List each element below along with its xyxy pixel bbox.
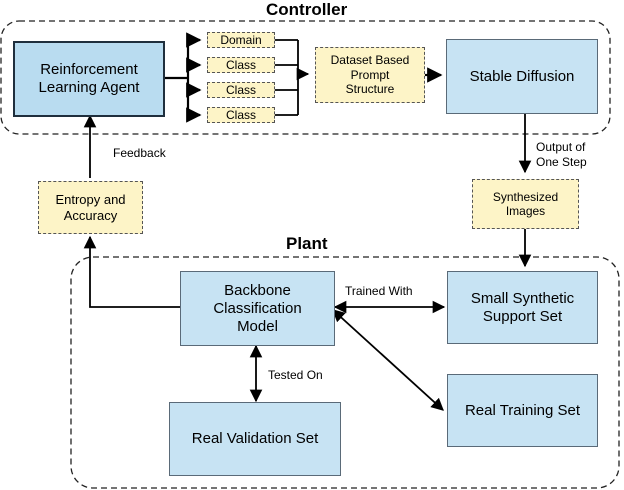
feedback-label: Feedback [113, 146, 166, 160]
trained-with-label: Trained With [345, 284, 413, 298]
backbone-classification-node: Backbone Classification Model [180, 271, 335, 346]
small-synthetic-support-node: Small Synthetic Support Set [447, 271, 598, 344]
output-one-step-label: Output of One Step [536, 140, 587, 169]
agent-to-prompt-items-connectors [165, 32, 202, 123]
controller-group-border [0, 20, 611, 135]
real-training-set-node: Real Training Set [447, 374, 598, 447]
rl-agent-node: Reinforcement Learning Agent [13, 41, 165, 117]
prompt-items-merge-connectors [275, 39, 310, 116]
real-validation-set-node: Real Validation Set [169, 402, 341, 476]
controller-title: Controller [266, 0, 348, 19]
plant-title: Plant [286, 234, 328, 253]
backbone-to-entropy-line [83, 235, 180, 308]
tested-on-label: Tested On [268, 368, 323, 382]
stable-diffusion-node: Stable Diffusion [446, 39, 598, 114]
class-node-2: Class [207, 82, 275, 98]
synthesized-images-node: Synthesized Images [472, 179, 579, 229]
class-node-1: Class [207, 57, 275, 73]
class-node-3: Class [207, 107, 275, 123]
prompt-structure-node: Dataset Based Prompt Structure [315, 47, 425, 103]
real-training-arrow [332, 309, 444, 411]
entropy-accuracy-node: Entropy and Accuracy [38, 181, 143, 234]
plant-group-border [70, 256, 620, 489]
domain-node: Domain [207, 32, 275, 48]
